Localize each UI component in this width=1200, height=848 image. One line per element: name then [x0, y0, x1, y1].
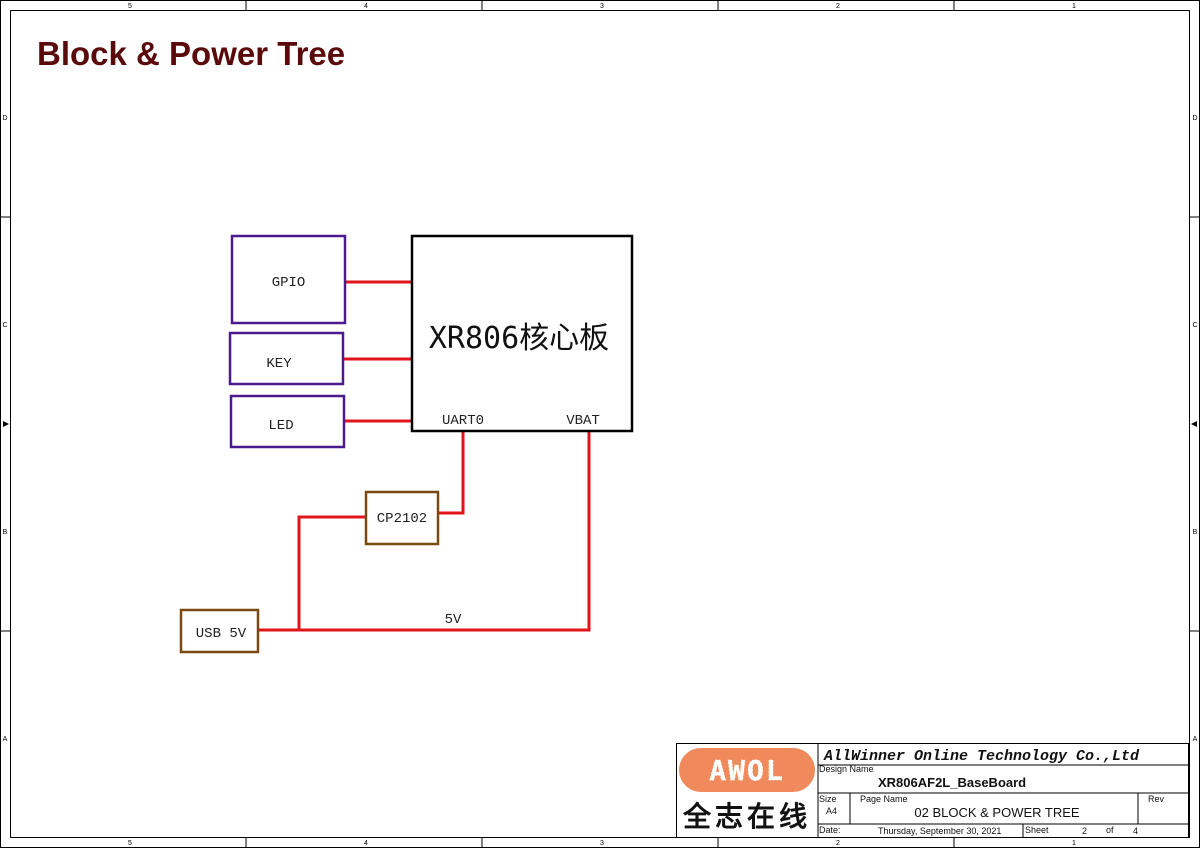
col-label-top: 2	[836, 3, 840, 10]
logo-text: 全志在线	[682, 800, 811, 833]
vbat-pin-label: VBAT	[566, 413, 600, 429]
company-name: AllWinner Online Technology Co.,Ltd	[823, 748, 1140, 765]
row-label-left: B	[3, 529, 8, 536]
center-arrow-left	[3, 421, 9, 427]
usb-5v-label: USB 5V	[196, 626, 247, 642]
title-block: AWOL 全志在线 AllWinner Online Technology Co…	[676, 743, 1189, 838]
col-label-top: 1	[1072, 3, 1076, 10]
core-board-label: XR806核心板	[429, 321, 609, 356]
row-label-left: A	[3, 736, 8, 743]
row-label-right: D	[1192, 115, 1197, 122]
led-block	[229, 394, 346, 449]
inner-frame	[10, 10, 1190, 838]
column-ticks	[245, 0, 955, 848]
cp2102-block	[364, 490, 440, 546]
size-value: A4	[826, 806, 837, 816]
core-board-block	[410, 234, 634, 433]
date-value: Thursday, September 30, 2021	[878, 826, 1001, 836]
cp2102-label: CP2102	[377, 511, 427, 527]
col-label-top: 5	[128, 3, 132, 10]
wires	[258, 280, 591, 632]
rev-label: Rev	[1148, 794, 1165, 804]
design-name: XR806AF2L_BaseBoard	[878, 775, 1026, 790]
col-label-bottom: 4	[364, 840, 368, 847]
usb-5v-block	[179, 608, 260, 654]
size-label: Size	[819, 794, 837, 804]
design-name-label: Design Name	[819, 764, 874, 774]
sheet-number: 2	[1082, 826, 1087, 836]
row-label-right: C	[1192, 322, 1197, 329]
key-block	[228, 331, 345, 386]
sheet-label: Sheet	[1025, 825, 1049, 835]
uart0-pin-label: UART0	[442, 413, 484, 429]
of-label: of	[1106, 825, 1114, 835]
gpio-block	[230, 234, 347, 325]
col-label-bottom: 2	[836, 840, 840, 847]
row-ticks	[0, 216, 1200, 632]
row-label-right: B	[1193, 529, 1198, 536]
key-label: KEY	[266, 356, 292, 372]
page-name: 02 BLOCK & POWER TREE	[914, 805, 1080, 820]
logo-badge	[679, 748, 815, 792]
row-label-left: D	[2, 115, 7, 122]
row-label-left: C	[2, 322, 7, 329]
center-arrow-right	[1191, 421, 1197, 427]
page-name-label: Page Name	[860, 794, 908, 804]
led-label: LED	[268, 418, 293, 434]
col-label-bottom: 1	[1072, 840, 1076, 847]
col-label-bottom: 5	[128, 840, 132, 847]
gpio-label: GPIO	[272, 275, 306, 291]
col-label-bottom: 3	[600, 840, 604, 847]
col-label-top: 3	[600, 3, 604, 10]
net-5v-label: 5V	[445, 612, 462, 628]
page-title: Block & Power Tree	[37, 35, 345, 72]
date-label: Date:	[819, 825, 841, 835]
wire-uart0	[438, 431, 465, 515]
col-label-top: 4	[364, 3, 368, 10]
wire-5v-vbat	[258, 431, 591, 632]
sheets-total: 4	[1133, 826, 1138, 836]
wire-cp2102-usb	[297, 515, 366, 630]
logo-mark: AWOL	[709, 754, 784, 787]
row-label-right: A	[1193, 736, 1198, 743]
